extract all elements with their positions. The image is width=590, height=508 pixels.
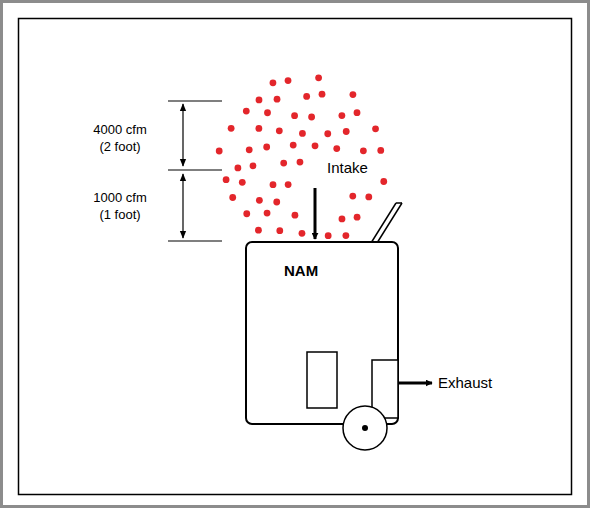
particle [299,230,306,237]
particle [255,125,262,132]
particle [291,112,298,119]
particle [285,77,292,84]
particle [270,79,277,86]
particle [250,162,257,169]
particle [239,179,246,186]
particle [274,96,281,103]
dimension-label: 4000 cfm (2 foot) [86,121,154,155]
particle [354,214,361,221]
wheel-hub [362,425,368,431]
particle [343,128,350,135]
particle [315,74,322,81]
particle [372,125,379,132]
particle [255,227,262,234]
particle [270,181,277,188]
particle [246,146,253,153]
particle [324,130,331,137]
particle-cloud [216,74,387,239]
particle [264,210,271,217]
particle [276,227,283,234]
particle [263,144,270,151]
particle [223,176,230,183]
particle [285,181,292,188]
inner-frame [19,19,572,495]
machine-panel [307,352,337,408]
particle [377,147,384,154]
machine-box: NAM [246,242,398,424]
particle [350,91,357,98]
particle [290,142,297,149]
flow-label: Intake [327,159,368,177]
particle [216,148,223,155]
particle [243,210,250,217]
particle [380,178,387,185]
particle [243,108,250,115]
particle [276,127,283,134]
machine-name: NAM [284,262,398,279]
particle [312,142,319,149]
particle [308,114,315,121]
particle [256,197,263,204]
handle [371,203,402,243]
particle [229,194,236,201]
wheel [343,406,387,450]
particle [273,199,280,206]
particle [325,232,332,239]
machine-body [246,242,398,424]
particle [365,193,372,200]
dimension-marks [168,101,222,241]
particle [264,109,271,116]
particle [292,212,299,219]
particle [319,91,326,98]
particle [333,145,340,152]
particle [342,232,349,239]
particle [256,97,263,104]
particle [228,125,235,132]
particle [303,93,310,100]
particle [280,160,287,167]
particle [349,193,356,200]
particle [234,164,241,171]
particle [339,216,346,223]
particle [354,109,361,116]
exhaust-arrow [398,382,432,385]
particle [338,112,345,119]
particle [297,159,304,166]
dimension-label: 1000 cfm (1 foot) [86,189,154,223]
particle [299,130,306,137]
flow-label: Exhaust [438,374,492,392]
intake-arrow [314,188,317,239]
particle [360,147,367,154]
